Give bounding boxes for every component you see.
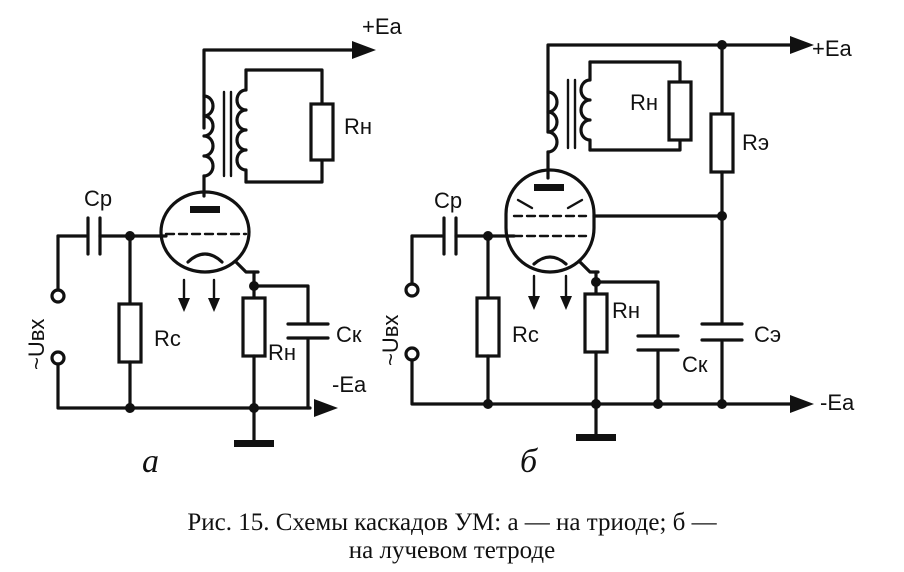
- circuit-b-tetrode: +Eа Rн Rэ: [378, 36, 855, 480]
- label-rc-b: Rс: [512, 322, 539, 347]
- sublabel-b: б: [520, 443, 539, 480]
- resistor-rk-a: [241, 296, 267, 358]
- circuit-a-triode: +Eа Rн: [24, 14, 403, 480]
- input-terminal-bottom-a: [50, 350, 66, 366]
- caption-line-2: на лучевом тетроде: [349, 537, 555, 564]
- transformer-b: [546, 60, 682, 180]
- input-terminal-bottom-b: [404, 346, 420, 362]
- label-cp-a: Cp: [84, 186, 112, 211]
- label-minus-ea-b: -Eа: [820, 390, 855, 415]
- triode-tube-a: [159, 190, 260, 312]
- label-rn-load-a: Rн: [344, 114, 372, 139]
- label-rk-b: Rн: [612, 298, 640, 323]
- resistor-rn-load-b: [667, 80, 693, 142]
- label-rk-a: Rн: [268, 340, 296, 365]
- resistor-rk-b: [583, 292, 609, 354]
- label-uin-a: ~Uвх: [24, 319, 49, 370]
- arrow-plus-ea-a: [352, 41, 376, 59]
- ground-a: [234, 440, 274, 447]
- label-rn-load-b: Rн: [630, 90, 658, 115]
- resistor-rc-a: [117, 302, 143, 364]
- sublabel-a: а: [142, 443, 159, 480]
- label-ck-a: Cк: [336, 322, 362, 347]
- label-plus-ea-a: +Eа: [362, 14, 403, 39]
- label-ck-b: Cк: [682, 352, 708, 377]
- resistor-rn-load-a: [309, 102, 335, 162]
- resistor-rc-b: [475, 296, 501, 358]
- input-terminal-top-b: [404, 282, 420, 298]
- label-minus-ea-a: -Eа: [332, 372, 367, 397]
- input-terminal-top-a: [50, 288, 66, 304]
- label-ce-b: Cэ: [754, 322, 781, 347]
- label-uin-b: ~Uвх: [378, 315, 403, 366]
- label-rc-a: Rс: [154, 326, 181, 351]
- caption-line-1: Рис. 15. Схемы каскадов УМ: а — на триод…: [187, 509, 717, 536]
- arrow-plus-ea-b: [790, 36, 814, 54]
- label-cp-b: Cp: [434, 188, 462, 213]
- arrow-minus-ea-a: [314, 399, 338, 417]
- transformer-a: [202, 68, 324, 198]
- ground-b: [576, 434, 616, 441]
- resistor-re-b: [709, 112, 735, 174]
- label-plus-ea-b: +Eа: [812, 36, 853, 61]
- tetrode-tube-b: [504, 168, 600, 310]
- arrow-minus-ea-b: [790, 395, 814, 413]
- label-re-b: Rэ: [742, 130, 769, 155]
